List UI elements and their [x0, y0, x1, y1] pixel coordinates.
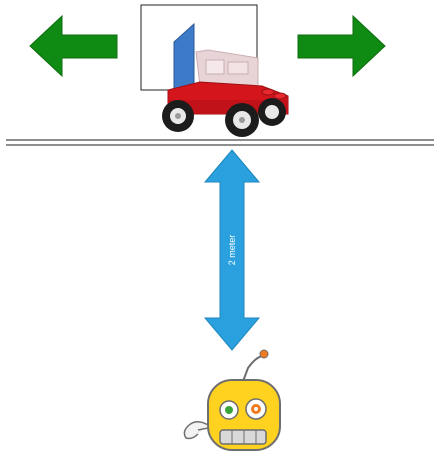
arrow-right-icon — [297, 14, 386, 78]
car-wheel-right — [225, 103, 259, 137]
arrow-left-icon — [29, 14, 118, 78]
car-wheel-rear — [258, 98, 286, 126]
distance-label: 2 meter — [227, 235, 237, 266]
robot-head-icon — [183, 349, 281, 451]
robot-mouth — [219, 429, 267, 445]
toy-car-icon — [162, 22, 289, 137]
car-canopy — [195, 49, 259, 87]
car-wheel-left — [162, 100, 194, 132]
double-arrow-icon: 2 meter — [203, 149, 261, 351]
robot-ear-left — [183, 421, 209, 440]
